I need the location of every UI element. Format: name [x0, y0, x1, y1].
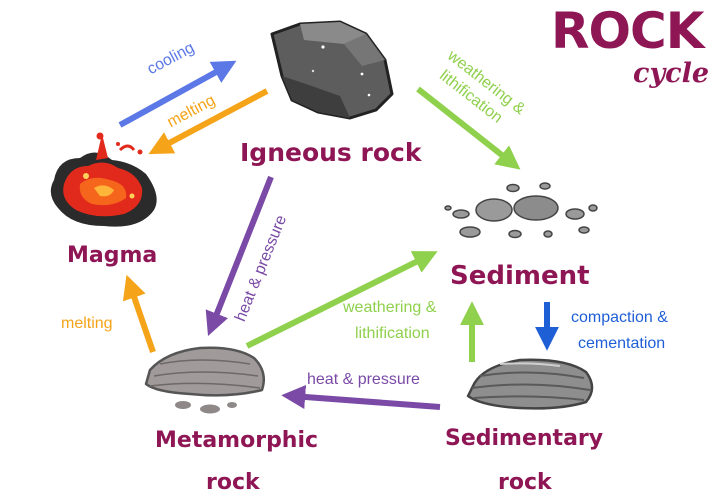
compaction-label-line2: cementation	[578, 335, 666, 352]
melting-label-left: melting	[61, 315, 113, 332]
metamorphic-rock-label-line1: Metamorphic	[155, 428, 319, 453]
sedimentary-rock-label-line2: rock	[498, 470, 552, 495]
compaction-label-line1: compaction &	[571, 309, 668, 326]
weathering-label-mid-line1: weathering &	[343, 299, 437, 316]
metamorphic-rock-image	[144, 346, 265, 414]
heat-pressure-label-bottom: heat & pressure	[307, 371, 420, 388]
cooling-arrow	[118, 60, 237, 128]
sedimentary-rock-image	[466, 358, 594, 410]
heat-pressure-arrow-bottom	[281, 385, 441, 410]
sedimentary-rock-label-line1: Sedimentary	[445, 426, 604, 451]
weathering-arrow-top	[416, 86, 521, 170]
weathering-arrow-mid	[245, 251, 438, 349]
igneous-rock-label: Igneous rock	[240, 138, 422, 167]
magma-label: Magma	[67, 243, 158, 268]
igneous-rock-image	[270, 20, 394, 120]
title-cycle: cycle	[633, 58, 710, 89]
heat-pressure-arrow-diag	[205, 175, 274, 337]
metamorphic-rock-label-line2: rock	[206, 470, 260, 495]
title-rock: ROCK	[551, 2, 704, 60]
sediment-label: Sediment	[450, 261, 590, 291]
melting-arrow-top	[148, 88, 269, 155]
melting-arrow-left	[122, 274, 156, 353]
magma-image	[50, 132, 157, 227]
sediment-image	[444, 182, 598, 239]
weathering-label-mid-line2: lithification	[355, 325, 430, 342]
